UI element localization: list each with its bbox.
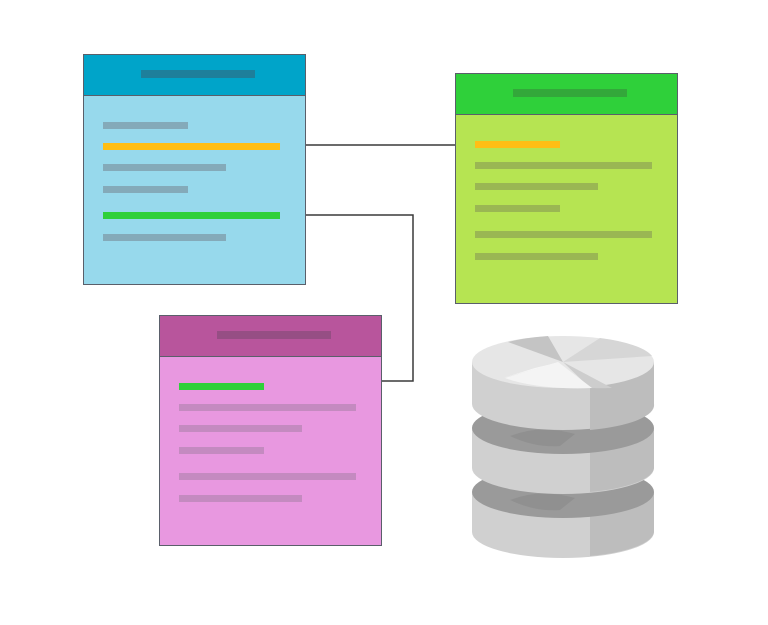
table-green-field-2 — [475, 162, 652, 169]
database-cylinder-icon — [472, 336, 655, 558]
table-pink-title-placeholder — [217, 331, 331, 339]
table-pink-field-1-key — [179, 383, 264, 390]
table-pink-header — [160, 316, 381, 357]
table-green-title-placeholder — [513, 89, 627, 97]
table-blue-field-4 — [103, 186, 188, 193]
table-green-field-4 — [475, 205, 560, 212]
table-pink-field-6 — [179, 495, 302, 502]
table-blue-title-placeholder — [141, 70, 255, 78]
connector-blue-to-pink — [306, 214, 414, 382]
table-blue — [83, 54, 306, 285]
table-blue-field-1 — [103, 122, 188, 129]
table-green-field-1-key — [475, 141, 560, 148]
table-green-field-5 — [475, 231, 652, 238]
table-green-field-3 — [475, 183, 598, 190]
table-green — [455, 73, 678, 304]
table-pink — [159, 315, 382, 546]
table-blue-field-5-key — [103, 212, 280, 219]
database-disk-top — [472, 336, 655, 430]
table-blue-header — [84, 55, 305, 96]
table-blue-field-2-key — [103, 143, 280, 150]
table-pink-field-3 — [179, 425, 302, 432]
table-pink-field-4 — [179, 447, 264, 454]
table-green-header — [456, 74, 677, 115]
table-pink-field-5 — [179, 473, 356, 480]
table-blue-field-3 — [103, 164, 226, 171]
table-green-field-6 — [475, 253, 598, 260]
table-pink-field-2 — [179, 404, 356, 411]
table-blue-field-6 — [103, 234, 226, 241]
